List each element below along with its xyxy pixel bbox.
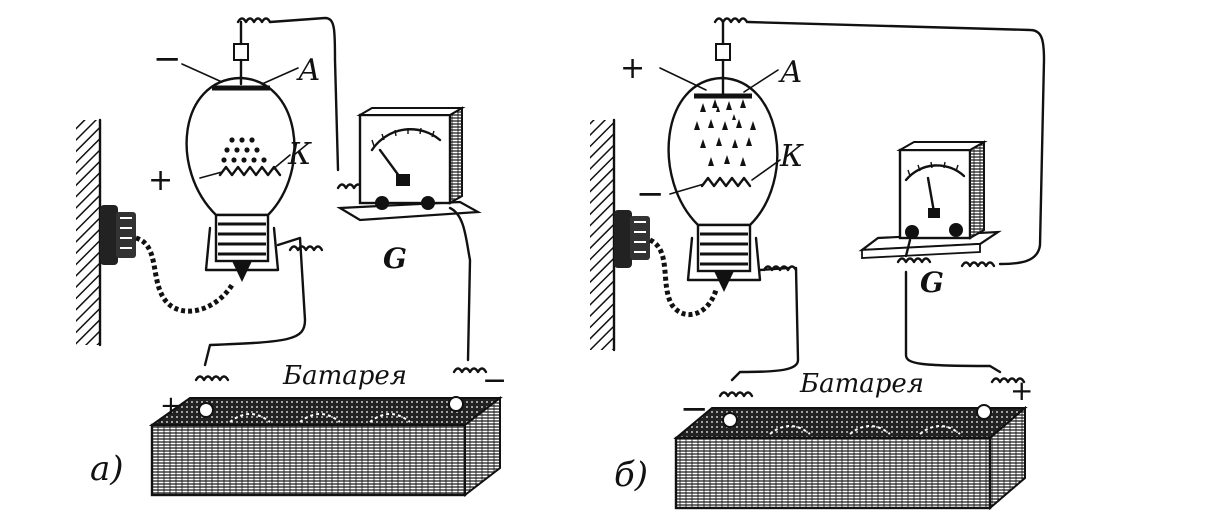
cathode-filament-a: [218, 165, 282, 177]
anode-label-a: А: [296, 53, 321, 88]
cathode-label-b: К: [779, 139, 804, 174]
battery-plus-sign-a: +: [160, 391, 182, 421]
wire-anode-galv-a: [239, 16, 340, 172]
panel-b: + А − К G: [590, 17, 1046, 511]
cathode-label-a: К: [287, 137, 312, 172]
battery-minus-sign-b: −: [680, 389, 709, 429]
anode-label-b: А: [778, 55, 803, 90]
wire-galv-battery-a: [448, 206, 472, 362]
electron-flow-b: [694, 99, 756, 166]
galvanometer-b: [858, 140, 1002, 259]
caption-a: а): [90, 449, 124, 489]
battery-b: [673, 404, 1028, 511]
wire-anode-galv-b: [721, 20, 1046, 266]
electron-cloud-a: [221, 137, 267, 163]
battery-minus-sign-a: −: [482, 363, 507, 398]
galvanometer-dial-b: [904, 164, 966, 182]
caption-b: б): [614, 455, 648, 495]
cathode-sign-a: +: [148, 163, 173, 198]
vacuum-tube-b: [659, 43, 781, 292]
anode-sign-b: +: [620, 51, 645, 86]
anode-sign-a: −: [153, 39, 182, 79]
wall-a: [76, 118, 102, 347]
galvanometer-label-b: G: [920, 266, 944, 299]
wire-cathode-battery-a: [203, 236, 307, 367]
battery-a: [148, 395, 503, 498]
wall-b: [590, 118, 616, 352]
galvanometer-a: [336, 106, 482, 222]
battery-label-b: Батарея: [799, 369, 924, 399]
wall-socket-a: [100, 205, 136, 265]
twisted-cord-b: [648, 237, 719, 317]
wire-cathode-battery-b: [730, 266, 800, 382]
cathode-filament-b: [700, 176, 752, 188]
wall-socket-b: [614, 210, 650, 268]
battery-label-a: Батарея: [282, 361, 407, 391]
galvanometer-label-a: G: [383, 242, 407, 275]
cathode-sign-b: −: [636, 174, 665, 214]
panel-a: − А + К G: [76, 16, 507, 498]
wire-galv-battery-b: [904, 238, 1002, 374]
vacuum-tube-a: [181, 43, 299, 282]
battery-plus-sign-b: +: [1010, 374, 1033, 407]
galvanometer-needle-b: [926, 176, 936, 214]
twisted-cord-a: [135, 235, 235, 314]
